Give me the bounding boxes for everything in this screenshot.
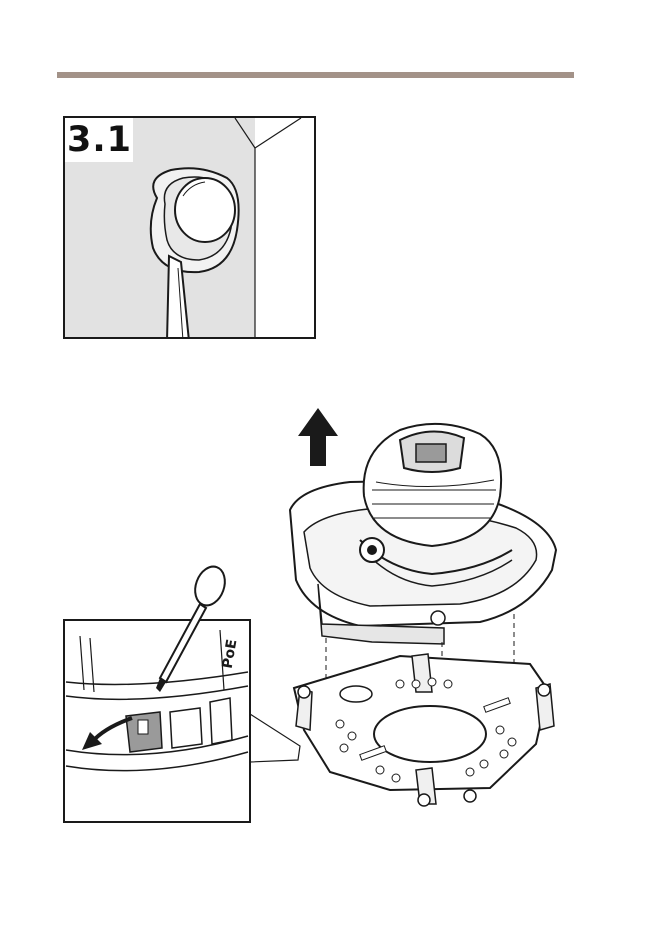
section-divider-bar	[57, 72, 574, 78]
detail-inset	[64, 562, 300, 822]
camera-dome-unit	[290, 424, 556, 644]
camera-disassembly-illustration: PoE	[60, 400, 660, 830]
arrow-up-icon	[298, 408, 338, 466]
step-number: 3.1	[65, 118, 133, 162]
dome-camera	[151, 168, 239, 272]
step-panel: 3.1	[63, 116, 316, 339]
mounting-plate	[294, 654, 554, 806]
